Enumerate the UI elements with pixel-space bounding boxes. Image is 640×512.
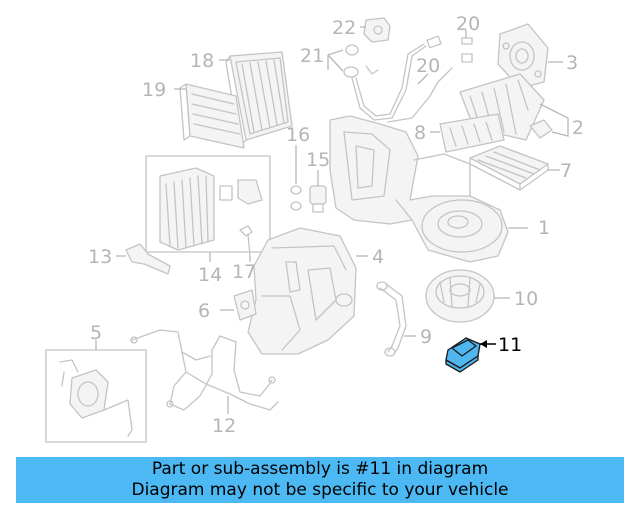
- banner-line-1: Part or sub-assembly is #11 in diagram: [151, 459, 489, 479]
- callout-8: 8: [414, 122, 426, 144]
- part-5-actuator-kit: [45, 349, 147, 443]
- callout-16: 16: [286, 124, 310, 146]
- part-16-grommets: [290, 185, 302, 211]
- info-banner: Part or sub-assembly is #11 in diagram D…: [16, 457, 624, 503]
- callout-1: 1: [538, 217, 550, 239]
- callout-14: 14: [198, 264, 222, 286]
- callout-15: 15: [306, 149, 330, 171]
- callout-2: 2: [572, 117, 584, 139]
- part-17-screw: [239, 225, 253, 257]
- part-9-hose: [376, 281, 407, 357]
- callout-3: 3: [566, 52, 578, 74]
- callout-20b: 20: [416, 55, 440, 77]
- callout-5: 5: [90, 322, 102, 344]
- part-4-lower-housing: [247, 227, 357, 355]
- part-6-bracket: [233, 289, 257, 321]
- part-21-grommets: [343, 44, 379, 78]
- part-14-kit: [145, 155, 271, 253]
- parts-diagram: 1 2 3 4 5 6 7 8 9 10 11 12 13 14 15 16 1…: [45, 13, 584, 443]
- callout-7: 7: [560, 160, 572, 182]
- part-8-gasket: [439, 113, 505, 153]
- part-19-heater-core: [179, 83, 245, 149]
- callout-21: 21: [300, 45, 324, 67]
- callout-6: 6: [198, 300, 210, 322]
- callout-13: 13: [88, 246, 112, 268]
- leader-20b: [417, 73, 429, 85]
- part-11-blower-resistor: [445, 337, 481, 373]
- part-10-blower-motor: [425, 269, 495, 323]
- callout-19: 19: [142, 79, 166, 101]
- banner-line-2: Diagram may not be specific to your vehi…: [131, 480, 509, 500]
- part-15-sensor: [309, 185, 327, 213]
- leader-11-arrow: [480, 340, 487, 348]
- callout-18: 18: [190, 50, 214, 72]
- part-7-cabin-filter: [469, 145, 549, 191]
- callout-10: 10: [514, 288, 538, 310]
- callout-12: 12: [212, 415, 236, 437]
- part-1-hvac-housing: [329, 115, 509, 263]
- callout-22: 22: [332, 17, 356, 39]
- callout-17: 17: [232, 261, 256, 283]
- callout-11: 11: [498, 334, 522, 356]
- part-12-wiring-harness: [130, 329, 279, 411]
- leader-2: [539, 103, 569, 137]
- callout-4: 4: [372, 246, 384, 268]
- callout-20a: 20: [456, 13, 480, 35]
- part-22-sensor: [363, 17, 391, 43]
- leader-21: [327, 49, 344, 72]
- part-3-seal-plate: [497, 23, 549, 89]
- part-13-sensor: [125, 243, 171, 275]
- part-20-drain-tubes: [351, 35, 473, 123]
- callout-9: 9: [420, 326, 432, 348]
